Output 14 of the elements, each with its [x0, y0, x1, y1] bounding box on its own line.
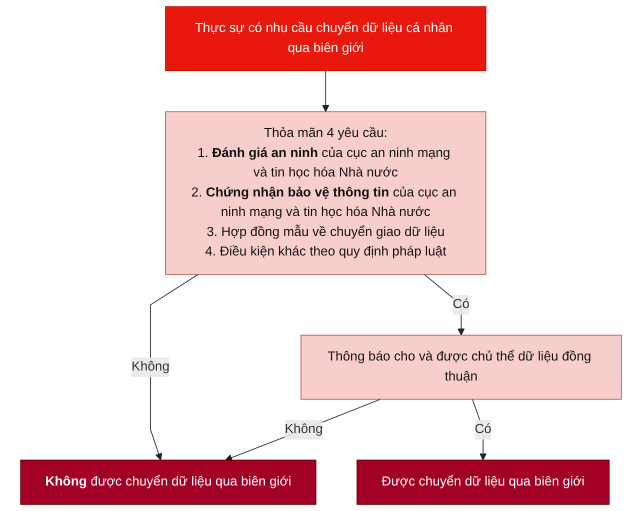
node-box: Không được chuyển dữ liệu qua biên giới	[20, 460, 316, 505]
node-box: Thỏa mãn 4 yêu cầu: 1. Đánh giá an ninh của cục an ninh mạng và tin học hóa Nhà nước 2. Chứng nhận bảo vệ thông tin của cục an ninh mạng và tin học hóa Nhà nước 3. Hợp đồng mẫu về chuyển giao dữ liệu 4. Điều kiện khác theo quy định pháp luật	[165, 111, 486, 275]
arrow	[225, 398, 381, 462]
arrow	[472, 398, 487, 460]
edge-label: Không	[132, 360, 170, 374]
arrow	[150, 274, 199, 460]
arrow	[322, 70, 330, 112]
node-box: Thông báo cho và được chủ thể dữ liệu đồng thuận	[300, 334, 622, 400]
node-box: Được chuyển dữ liệu qua biên giới	[356, 460, 610, 505]
node-box: Thực sự có nhu cầu chuyển dữ liệu cá nhân qua biên giới	[165, 6, 486, 72]
edge-label: Có	[452, 297, 470, 312]
edge-label: Không	[284, 422, 323, 436]
edge-label: Có	[474, 422, 492, 436]
arrow	[424, 274, 465, 336]
